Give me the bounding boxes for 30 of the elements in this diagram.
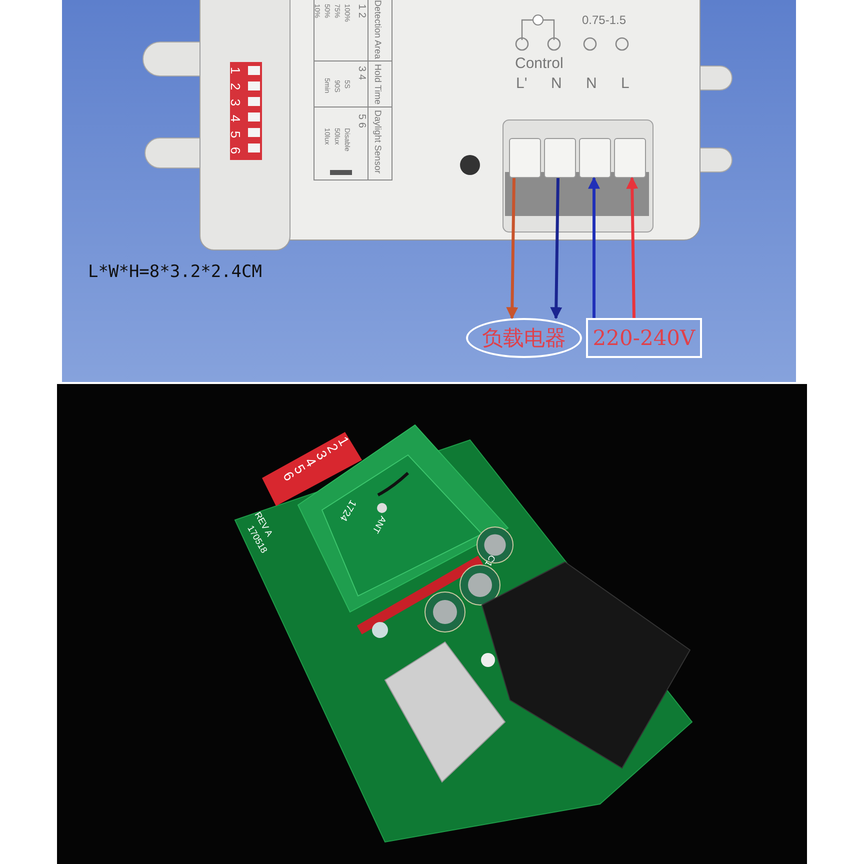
arrow [550,178,562,320]
voltage-box: 220-240V [586,318,702,358]
terminal-label: Control [515,56,564,71]
dimension-text: L*W*H=8*3.2*2.4CM [88,264,262,281]
terminal-slot [614,138,646,178]
terminal-label: N [586,76,597,91]
arrow [626,176,638,318]
arrow [506,178,518,320]
arrow [588,176,600,318]
terminal-label: L' [516,76,528,91]
terminal-slot [579,138,611,178]
terminal-label: L [621,76,630,91]
switch-number: 2 [229,82,242,90]
switch-number: 5 [229,130,242,138]
table-text: 1 2 [356,4,366,18]
load-ellipse: 负载电器 [466,318,582,358]
table-text: 5 6 [356,114,366,128]
wire-size-text: 0.75-1.5 [582,14,626,26]
terminal-slot [509,138,541,178]
table-heading: Detection Area [373,0,382,60]
terminal-slot [544,138,576,178]
table-heading: Hold Time [373,64,382,105]
switch-number: 1 [229,66,242,74]
switch-number: 6 [229,146,242,154]
terminal-label: N [551,76,562,91]
switch-number: 3 [229,98,242,106]
table-text: 3 4 [356,66,366,80]
table-heading: Daylight Sensor [373,110,382,174]
board-marking: C1 [482,553,497,568]
switch-number: 4 [229,114,242,122]
